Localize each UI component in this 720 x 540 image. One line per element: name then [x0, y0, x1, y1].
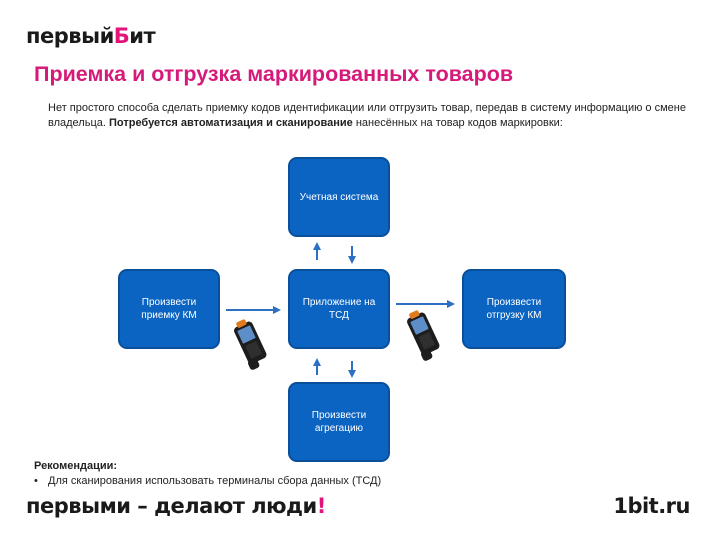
- brand-logo: первыйБит: [26, 24, 156, 48]
- tsd-app-box: Приложение на ТСД: [288, 269, 390, 349]
- slogan-text: первыми – делают люди: [26, 494, 317, 518]
- page-title: Приемка и отгрузка маркированных товаров: [34, 62, 514, 86]
- logo-tail: ит: [129, 24, 156, 48]
- footer-slogan: первыми – делают люди!: [26, 494, 326, 518]
- scanner-device-icon: [234, 319, 267, 370]
- slogan-mark: !: [316, 494, 327, 518]
- intro-bold-text: Потребуется автоматизация и сканирование: [108, 117, 353, 129]
- receive-km-box: Произвести приемку КМ: [118, 269, 220, 349]
- recommendations-title: Рекомендации:: [34, 460, 118, 472]
- logo-accent-letter: Б: [113, 24, 130, 48]
- footer-site-link[interactable]: 1bit.ru: [613, 494, 690, 518]
- scanner-device-icon: [407, 310, 440, 361]
- ship-km-box: Произвести отгрузку КМ: [462, 269, 566, 349]
- aggregation-box: Произвести агрегацию: [288, 382, 390, 462]
- intro-text: Нет простого способа сделать приемку код…: [48, 102, 686, 129]
- logo-text: первый: [26, 24, 114, 48]
- intro-paragraph: Нет простого способа сделать приемку код…: [48, 101, 688, 131]
- recommendations-list: Для сканирования использовать терминалы …: [34, 475, 381, 487]
- intro-text-end: нанесённых на товар кодов маркировки:: [355, 117, 563, 129]
- accounting-system-box: Учетная система: [288, 157, 390, 237]
- list-item: Для сканирования использовать терминалы …: [34, 475, 381, 487]
